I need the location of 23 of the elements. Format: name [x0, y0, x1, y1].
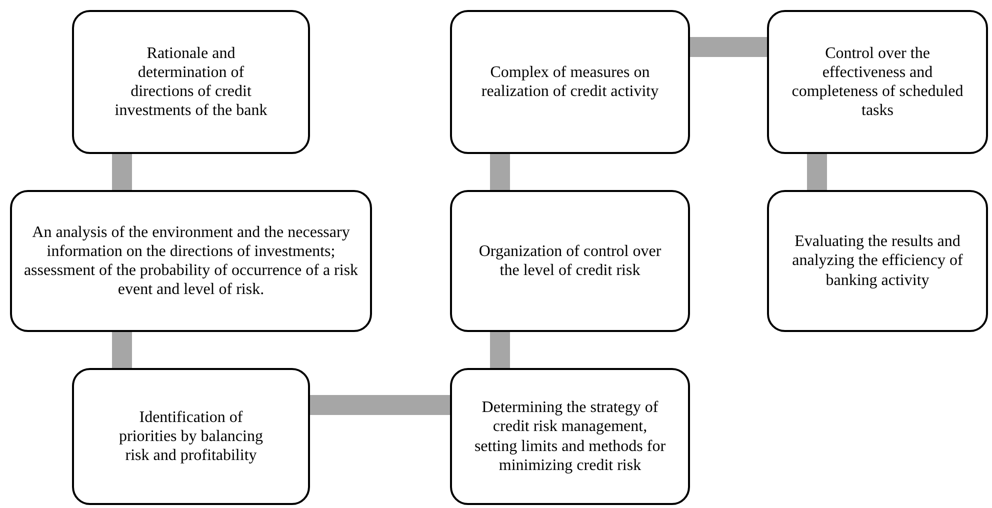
- box-text: Evaluating the results and analyzing the efficiency of banking activity: [791, 232, 964, 290]
- box-text: Determining the strategy of credit risk management, setting limits and methods for minimizing credit risk: [473, 398, 667, 475]
- box-text: An analysis of the environment and the necessary information on the directions of investments; assessment of the probability of occurrence of a risk event and level of risk.: [22, 222, 360, 300]
- box-text: Organization of control over the level of credit risk: [478, 242, 662, 280]
- connector-bar: [310, 395, 450, 415]
- connector-bar: [490, 332, 510, 368]
- connector-bar: [807, 154, 827, 190]
- connector-bar: [112, 154, 132, 190]
- process-box: [767, 10, 988, 154]
- box-text: Identification of priorities by balancing risk and profitability: [118, 408, 264, 466]
- box-text: Rationale and determination of directions of credit investments of the bank: [114, 44, 268, 120]
- box-text: Control over the effectiveness and completeness of scheduled tasks: [791, 44, 964, 120]
- connector-bar: [112, 332, 132, 368]
- process-box: [450, 368, 690, 505]
- connector-bar: [690, 37, 767, 57]
- process-box: [450, 10, 690, 154]
- process-box: [72, 10, 310, 154]
- connector-bar: [490, 154, 510, 190]
- process-box: [10, 190, 372, 332]
- process-box: [450, 190, 690, 332]
- process-box: [72, 368, 310, 505]
- process-box: [767, 190, 988, 332]
- box-text: Complex of measures on realization of credit activity: [480, 62, 660, 102]
